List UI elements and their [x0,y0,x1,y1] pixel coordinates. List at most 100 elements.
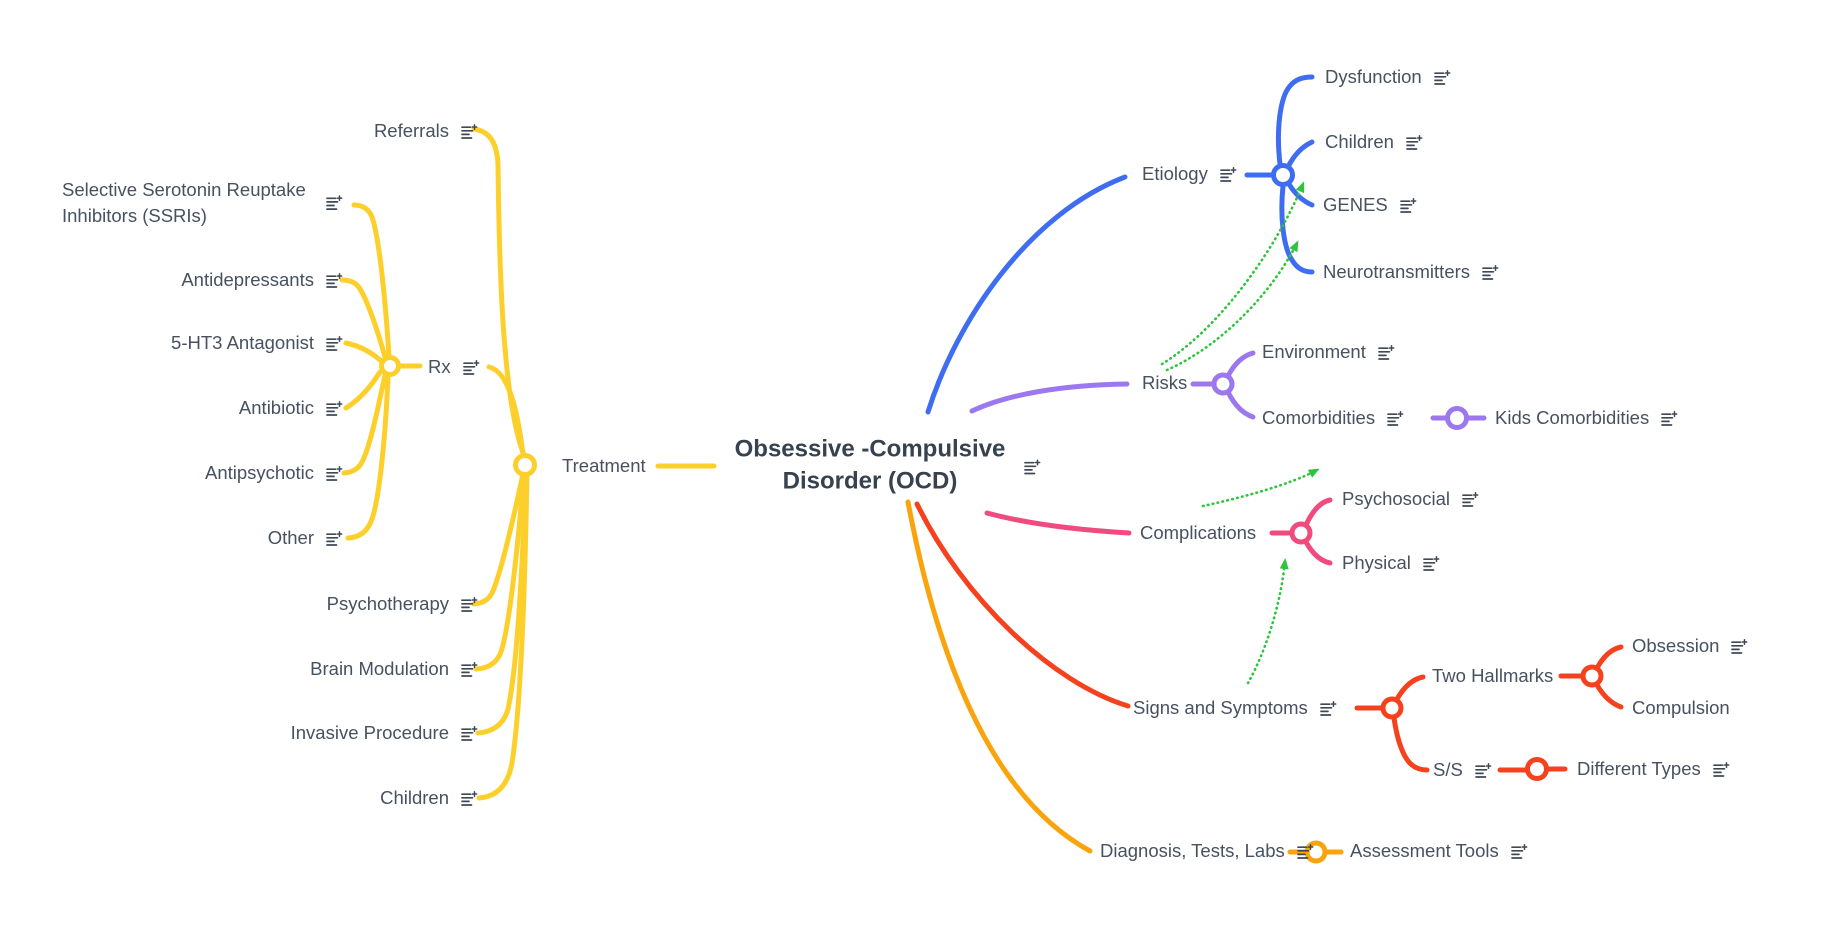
node-environment[interactable]: Environment [1262,341,1395,363]
node-label: Obsession [1632,635,1720,656]
node-label: Rx [428,356,451,377]
note-icon[interactable] [1219,166,1237,182]
note-icon[interactable] [326,530,343,546]
node-different-types[interactable]: Different Types [1577,758,1730,780]
note-icon[interactable] [1433,69,1451,85]
node-label: Two Hallmarks [1432,665,1554,686]
rx-toggle[interactable] [379,355,401,377]
note-icon[interactable] [326,465,343,481]
node-children-etiology[interactable]: Children [1325,131,1423,153]
node-etiology[interactable]: Etiology [1142,163,1237,185]
node-psychotherapy[interactable]: Psychotherapy [327,593,478,615]
node-diagnosis-tests-labs[interactable]: Diagnosis, Tests, Labs [1100,840,1314,862]
node-referrals[interactable]: Referrals [374,120,478,142]
risks-branch-edges [969,350,1487,421]
note-icon[interactable] [326,195,343,211]
signs-toggle[interactable] [1380,696,1404,720]
root-topic[interactable]: Obsessive -Compulsive Disorder (OCD) [712,434,1028,499]
note-icon[interactable] [1387,410,1404,426]
note-icon[interactable] [1024,459,1041,475]
node-antibiotic[interactable]: Antibiotic [239,397,343,419]
node-compulsion[interactable]: Compulsion [1632,697,1730,719]
root-topic-line1: Obsessive -Compulsive [734,435,1006,463]
node-label: Physical [1342,552,1411,573]
node-label: Children [1325,131,1394,152]
risks-toggle[interactable] [1211,372,1235,396]
note-icon[interactable] [326,335,343,351]
note-icon[interactable] [1712,761,1730,777]
node-label: Dysfunction [1325,66,1422,87]
note-icon[interactable] [461,661,478,677]
node-children-treatment[interactable]: Children [380,787,478,809]
note-icon[interactable] [1296,843,1314,859]
note-icon[interactable] [1482,264,1499,280]
note-icon[interactable] [326,272,343,288]
note-icon[interactable] [1319,700,1337,716]
node-obsession[interactable]: Obsession [1632,635,1748,657]
node-label: Psychotherapy [326,593,449,614]
node-label: Invasive Procedure [290,722,449,743]
complications-branch-edges [984,497,1333,566]
node-neurotransmitters[interactable]: Neurotransmitters [1323,261,1499,283]
note-icon[interactable] [1406,134,1423,150]
note-icon[interactable] [326,400,343,416]
node-physical[interactable]: Physical [1342,552,1440,574]
two-hallmarks-toggle[interactable] [1580,664,1604,688]
etiology-toggle[interactable] [1271,163,1295,187]
node-label: Children [380,787,449,808]
etiology-branch-edges [925,74,1315,415]
treatment-toggle[interactable] [513,453,537,477]
node-label: Referrals [373,120,449,141]
node-ssris[interactable]: Selective Serotonin Reuptake Inhibitors … [62,177,343,229]
node-invasive-procedure[interactable]: Invasive Procedure [291,722,478,744]
node-genes[interactable]: GENES [1323,194,1417,216]
note-icon[interactable] [1510,843,1528,859]
node-rx[interactable]: Rx [428,356,480,378]
note-icon[interactable] [461,725,478,741]
node-dysfunction[interactable]: Dysfunction [1325,66,1451,88]
note-icon[interactable] [1399,197,1417,213]
node-signs-and-symptoms[interactable]: Signs and Symptoms [1133,697,1337,719]
diagnosis-toggle[interactable] [1304,840,1328,864]
diagnosis-branch-edges [905,499,1344,855]
comorbidities-toggle[interactable] [1445,406,1469,430]
node-risks[interactable]: Risks [1142,372,1187,394]
node-label: Different Types [1577,758,1701,779]
note-icon[interactable] [1378,344,1395,360]
node-brain-modulation[interactable]: Brain Modulation [310,658,478,680]
note-icon[interactable] [1661,410,1678,426]
note-icon[interactable] [1731,638,1748,654]
node-complications[interactable]: Complications [1140,522,1256,544]
note-icon[interactable] [461,123,478,139]
node-ss[interactable]: S/S [1433,759,1492,781]
complications-toggle[interactable] [1289,521,1313,545]
node-label: Antipsychotic [205,462,314,483]
node-two-hallmarks[interactable]: Two Hallmarks [1432,665,1553,687]
root-topic-line2: Disorder (OCD) [782,468,958,495]
note-icon[interactable] [1474,762,1492,778]
note-icon[interactable] [1462,491,1479,507]
node-treatment[interactable]: Treatment [562,455,646,477]
node-assessment-tools[interactable]: Assessment Tools [1350,840,1528,862]
signs-branch-edges [914,501,1624,773]
node-5ht3-antagonist[interactable]: 5-HT3 Antagonist [171,332,343,354]
node-label: Assessment Tools [1350,840,1499,861]
node-label: Environment [1262,341,1366,362]
note-icon[interactable] [461,596,478,612]
node-psychosocial[interactable]: Psychosocial [1342,488,1479,510]
node-antidepressants[interactable]: Antidepressants [181,269,343,291]
node-label: Antibiotic [238,397,314,418]
note-icon[interactable] [462,359,480,375]
node-comorbidities[interactable]: Comorbidities [1262,407,1404,429]
relationship-arrows[interactable] [1160,181,1320,685]
node-antipsychotic[interactable]: Antipsychotic [205,462,343,484]
note-icon[interactable] [1423,555,1440,571]
node-other[interactable]: Other [268,527,343,549]
node-kids-comorbidities[interactable]: Kids Comorbidities [1495,407,1678,429]
node-label: Kids Comorbidities [1495,407,1650,428]
ss-toggle[interactable] [1525,757,1549,781]
node-label: Risks [1142,372,1188,393]
note-icon[interactable] [461,790,478,806]
